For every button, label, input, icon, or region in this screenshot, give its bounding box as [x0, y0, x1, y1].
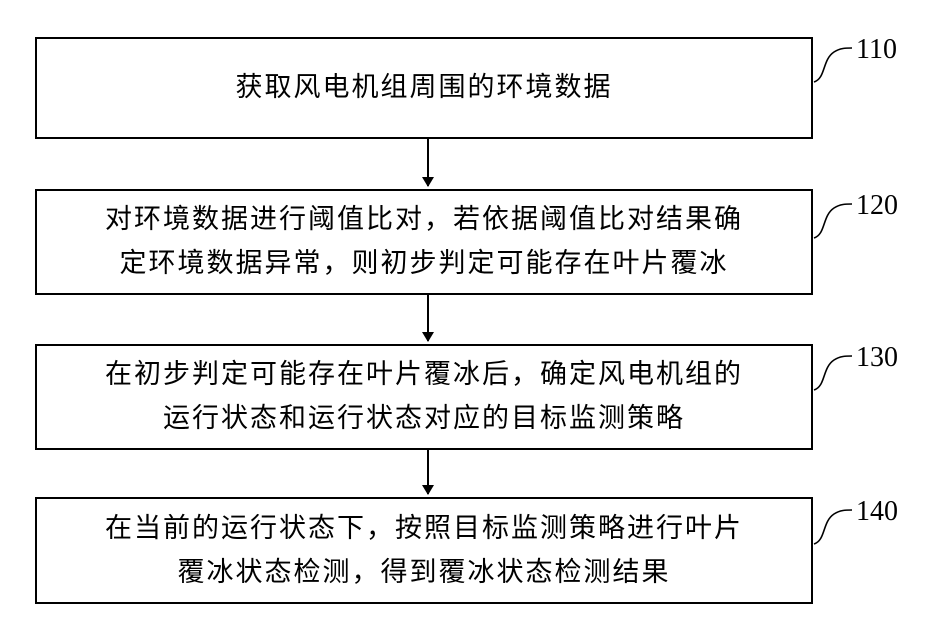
step-label-140: 140 [856, 498, 898, 526]
leader-110 [814, 48, 852, 82]
step-130-line-2: 运行状态和运行状态对应的目标监测策略 [163, 397, 685, 441]
step-140-line-1: 在当前的运行状态下，按照目标监测策略进行叶片 [105, 507, 743, 551]
leader-120 [814, 204, 852, 238]
leader-130 [814, 356, 852, 390]
step-box-140: 在当前的运行状态下，按照目标监测策略进行叶片 覆冰状态检测，得到覆冰状态检测结果 [35, 497, 813, 604]
leader-140 [814, 510, 852, 544]
step-label-130: 130 [856, 344, 898, 372]
step-140-line-2: 覆冰状态检测，得到覆冰状态检测结果 [178, 551, 671, 595]
step-130-line-1: 在初步判定可能存在叶片覆冰后，确定风电机组的 [105, 353, 743, 397]
step-box-110: 获取风电机组周围的环境数据 [35, 37, 813, 139]
step-box-120: 对环境数据进行阈值比对，若依据阈值比对结果确 定环境数据异常，则初步判定可能存在… [35, 189, 813, 295]
step-label-120: 120 [856, 192, 898, 220]
step-110-line-1: 获取风电机组周围的环境数据 [236, 66, 613, 110]
step-120-line-2: 定环境数据异常，则初步判定可能存在叶片覆冰 [120, 242, 729, 286]
step-label-110: 110 [856, 36, 897, 64]
step-120-line-1: 对环境数据进行阈值比对，若依据阈值比对结果确 [105, 198, 743, 242]
step-box-130: 在初步判定可能存在叶片覆冰后，确定风电机组的 运行状态和运行状态对应的目标监测策… [35, 344, 813, 450]
